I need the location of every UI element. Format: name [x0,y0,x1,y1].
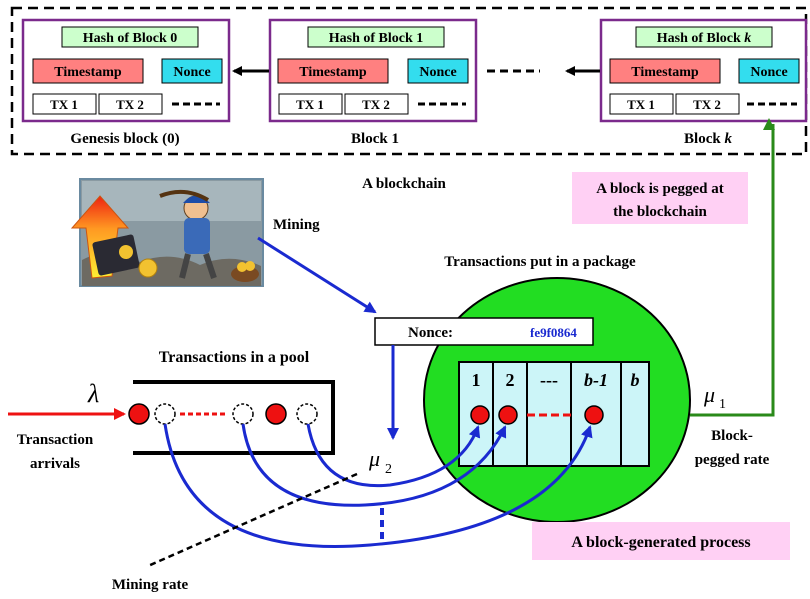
nonce-label: Nonce [750,65,787,80]
timestamp-box [32,58,144,84]
mu1-subscript: 1 [719,397,726,412]
process-note: A block-generated process [571,534,750,551]
mining-illustration [70,178,264,287]
tx1-box [609,93,674,115]
hash-label: Hash of Block k [657,31,752,46]
transaction-dot [265,403,287,425]
hash-box [61,26,199,48]
move-transaction-arrow [163,423,593,548]
transaction-dot [128,403,150,425]
coin-icon [245,261,255,271]
tx1-box [32,93,97,115]
tx2-label: TX 2 [693,97,721,112]
tx2-label: TX 2 [116,97,144,112]
nonce-box [738,58,800,84]
mu2-symbol: μ [368,446,380,471]
miner-legs [179,253,217,279]
slot-label: --- [540,370,558,390]
hash-label-main: Hash of Block [657,31,741,46]
transaction-dot [584,405,604,425]
arrivals-label-line2: arrivals [30,456,80,472]
hash-box [635,26,773,48]
slot-label: 1 [472,370,481,390]
empty-slot-dot [154,403,176,425]
mining-rate-leader [147,472,358,568]
empty-slot-dot [296,403,318,425]
hash-label: Hash of Block 0 [83,31,178,46]
tx1-label: TX 1 [296,97,324,112]
block-caption-main: Block [684,131,721,147]
blockchain-title: A blockchain [362,176,446,192]
nonce-field-value: fe9f0864 [530,325,577,340]
coin-icon [119,245,133,259]
nonce-box [161,58,223,84]
block-k: Hash of Block k Timestamp Nonce TX 1 TX … [599,18,808,147]
mu1-symbol: μ [703,382,715,407]
tx2-box [675,93,740,115]
coin-icon [138,258,158,278]
process-note-box [532,522,790,560]
lambda-symbol: λ [87,379,99,408]
nonce-field [374,317,594,346]
miner-body [184,218,210,254]
timestamp-box [609,58,721,84]
mining-rate-label: Mining rate [112,577,189,593]
miner-helmet [183,195,210,203]
pool-title: Transactions in a pool [159,349,310,366]
timestamp-box [277,58,389,84]
timestamp-label: Timestamp [299,65,367,80]
nonce-field-label: Nonce: [408,325,453,341]
block-1: Hash of Block 1 Timestamp Nonce TX 1 TX … [268,18,478,147]
hash-box [307,26,445,48]
mining-arrow [257,236,377,314]
tx1-label: TX 1 [627,97,655,112]
block-caption-var: k [724,131,732,147]
tx1-label: TX 1 [50,97,78,112]
pegging-arrow [690,118,775,417]
hash-label-var: k [744,31,751,46]
pegged-note-box [572,172,748,224]
tx1-box [278,93,343,115]
timestamp-label: Timestamp [631,65,699,80]
package-slot [620,361,650,467]
package-title: Transactions put in a package [444,254,636,270]
pegged-note-line1: A block is pegged at [596,181,724,197]
block-caption: Genesis block (0) [70,131,179,147]
coin-icon [237,262,247,272]
tx2-box [98,93,163,115]
nonce-box [407,58,469,84]
mining-label: Mining [273,217,320,233]
laptop-icon [92,234,140,276]
transaction-dot [470,405,490,425]
transaction-dot [498,405,518,425]
mu2-subscript: 2 [385,462,392,477]
hash-label: Hash of Block 1 [329,31,424,46]
package-slots: 1 2 --- b-1 b [458,361,650,467]
nonce-label: Nonce [419,65,456,80]
arrivals-label-line1: Transaction [17,432,94,448]
timestamp-label: Timestamp [54,65,122,80]
move-transaction-arrow [306,423,481,488]
tx2-box [344,93,409,115]
block-caption: Block k [684,131,732,147]
genesis-block: Hash of Block 0 Timestamp Nonce TX 1 TX … [21,18,231,147]
nonce-label: Nonce [173,65,210,80]
slot-label: b-1 [584,370,608,390]
slot-label: b [631,370,640,390]
empty-slot-dot [232,403,254,425]
tx2-label: TX 2 [362,97,390,112]
pickaxe-icon [159,189,210,202]
block-caption: Block 1 [351,131,399,147]
pegged-rate-line2: pegged rate [695,452,770,468]
slot-label: 2 [506,370,515,390]
pegged-note-line2: the blockchain [613,204,707,220]
pegged-rate-line1: Block- [711,428,753,444]
move-transaction-arrow [241,423,507,507]
